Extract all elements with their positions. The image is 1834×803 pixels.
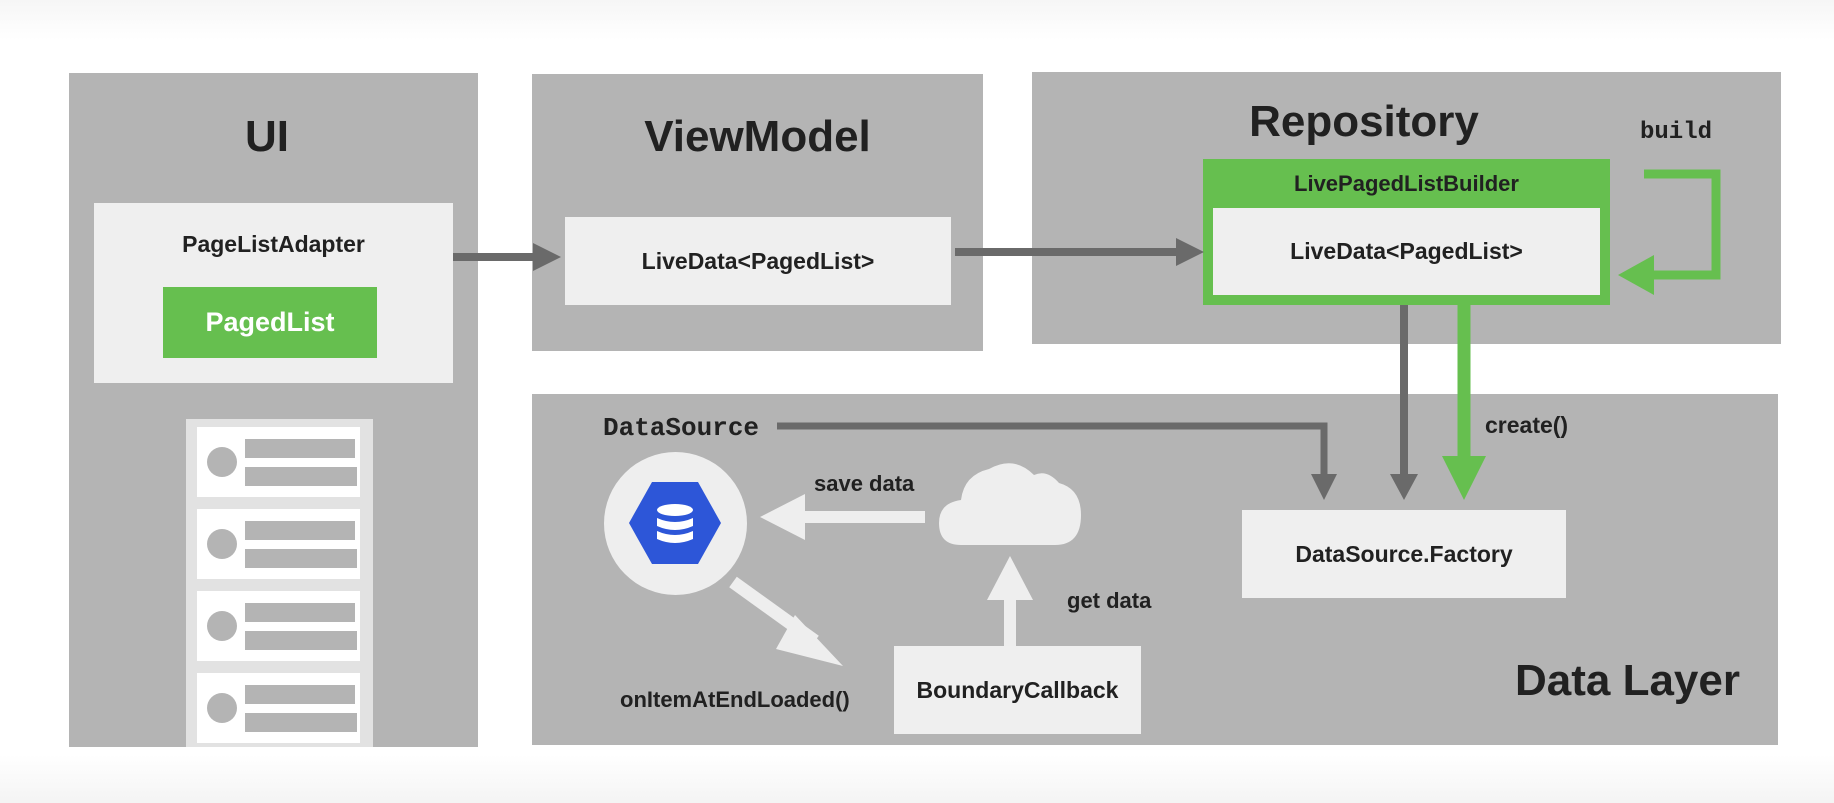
list-item-line bbox=[245, 713, 357, 732]
build-label: build bbox=[1640, 119, 1713, 146]
datasource-label: DataSource bbox=[603, 413, 760, 443]
viewmodel-panel-title: ViewModel bbox=[644, 112, 871, 161]
list-item-line bbox=[245, 631, 357, 650]
list-item bbox=[197, 427, 360, 497]
page-list-adapter-box: PageListAdapter PagedList bbox=[94, 203, 453, 383]
adapter-to-viewmodel-arrow bbox=[453, 243, 561, 271]
paged-list-box: PagedList bbox=[163, 287, 377, 358]
repository-livedata-label: LiveData<PagedList> bbox=[1290, 238, 1523, 264]
data-layer-panel bbox=[532, 394, 1778, 745]
viewmodel-to-repository-arrow bbox=[955, 238, 1204, 266]
list-item-avatar bbox=[207, 447, 237, 477]
on-item-at-end-loaded-arrow bbox=[729, 576, 843, 666]
datasource-factory-box: DataSource.Factory bbox=[1242, 510, 1566, 598]
viewmodel-livedata-label: LiveData<PagedList> bbox=[641, 247, 875, 274]
list-illustration bbox=[186, 419, 373, 747]
page-list-adapter-label: PageListAdapter bbox=[182, 231, 365, 257]
build-loop-arrow bbox=[1618, 169, 1721, 295]
list-item-avatar bbox=[207, 529, 237, 559]
repository-to-factory-arrow bbox=[1390, 305, 1418, 500]
live-paged-list-builder-box: LivePagedListBuilder LiveData<PagedList> bbox=[1203, 159, 1610, 305]
ui-panel-title: UI bbox=[245, 112, 289, 161]
list-item bbox=[197, 509, 360, 579]
list-item-line bbox=[245, 603, 355, 622]
list-item-line bbox=[245, 467, 357, 486]
datasource-to-factory-arrow bbox=[777, 422, 1337, 500]
on-item-at-end-loaded-label: onItemAtEndLoaded() bbox=[620, 687, 850, 712]
list-item-line bbox=[245, 521, 355, 540]
get-data-label: get data bbox=[1067, 588, 1152, 613]
list-item-line bbox=[245, 439, 355, 458]
save-data-arrow bbox=[760, 494, 925, 540]
list-item-line bbox=[245, 685, 355, 704]
list-item-avatar bbox=[207, 611, 237, 641]
data-layer-panel-title: Data Layer bbox=[1514, 656, 1740, 705]
boundary-callback-label: BoundaryCallback bbox=[916, 676, 1119, 703]
create-arrow bbox=[1442, 305, 1486, 500]
live-paged-list-builder-label: LivePagedListBuilder bbox=[1294, 171, 1519, 196]
list-item-avatar bbox=[207, 693, 237, 723]
save-data-label: save data bbox=[814, 471, 915, 496]
boundary-callback-box: BoundaryCallback bbox=[894, 646, 1141, 734]
get-data-arrow bbox=[987, 556, 1033, 646]
list-item-line bbox=[245, 549, 357, 568]
cloud-icon bbox=[939, 463, 1081, 545]
list-item bbox=[197, 673, 360, 743]
list-item bbox=[197, 591, 360, 661]
paged-list-label: PagedList bbox=[205, 307, 335, 337]
datasource-factory-label: DataSource.Factory bbox=[1295, 540, 1513, 567]
repository-panel-title: Repository bbox=[1249, 97, 1479, 146]
create-label: create() bbox=[1485, 412, 1569, 438]
database-icon bbox=[629, 482, 721, 564]
repository-livedata-box: LiveData<PagedList> bbox=[1213, 208, 1600, 295]
viewmodel-livedata-box: LiveData<PagedList> bbox=[565, 217, 951, 305]
